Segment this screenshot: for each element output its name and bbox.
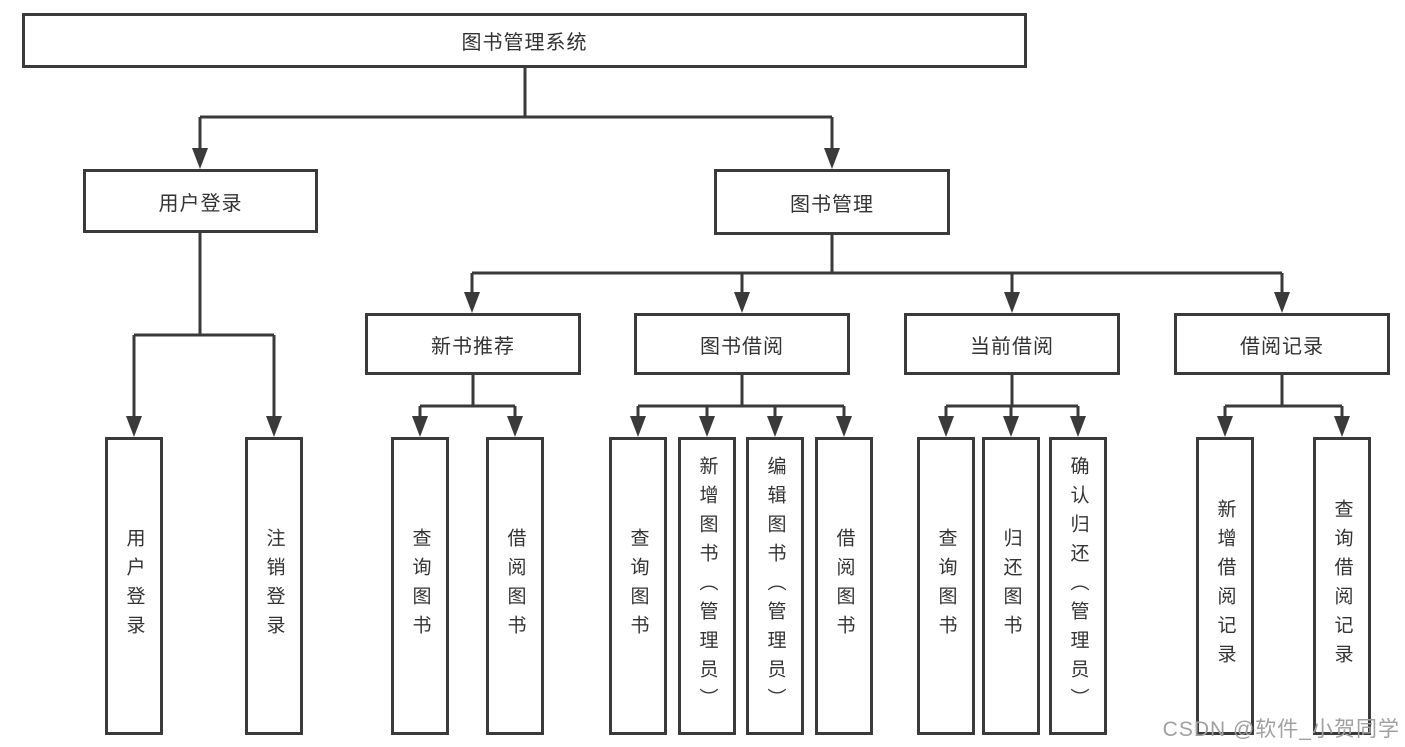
node-user-login: 用户登录 [83, 169, 318, 233]
leaf-query-borrow-record: 查询借阅记录 [1313, 437, 1371, 735]
node-current-borrowing: 当前借阅 [904, 313, 1120, 375]
leaf-return-books-label: 归还图书 [1000, 528, 1022, 644]
node-book-borrowing: 图书借阅 [634, 313, 850, 375]
leaf-user-login: 用户登录 [105, 437, 163, 735]
node-book-management: 图书管理 [714, 169, 950, 235]
node-borrow-records: 借阅记录 [1174, 313, 1390, 375]
leaf-borrow-books-label: 借阅图书 [833, 528, 855, 644]
leaf-logout: 注销登录 [245, 437, 303, 735]
leaf-edit-books-admin: 编辑图书（管理员） [746, 437, 804, 735]
leaf-edit-books-admin-label: 编辑图书（管理员） [764, 455, 786, 717]
leaf-return-books: 归还图书 [982, 437, 1040, 735]
leaf-add-borrow-record: 新增借阅记录 [1196, 437, 1254, 735]
node-user-login-label: 用户登录 [158, 192, 243, 215]
leaf-borrow-books: 借阅图书 [815, 437, 873, 735]
leaf-borrow-books-recommend: 借阅图书 [486, 437, 544, 735]
node-borrow-records-label: 借阅记录 [1240, 335, 1324, 358]
arrowhead-group [126, 148, 1350, 437]
node-library-system-label: 图书管理系统 [461, 32, 588, 54]
leaf-query-borrow-record-label: 查询借阅记录 [1331, 499, 1353, 673]
leaf-query-books-borrowing: 查询图书 [609, 437, 667, 735]
node-book-management-label: 图书管理 [790, 193, 874, 216]
leaf-query-books-current-label: 查询图书 [935, 528, 957, 644]
leaf-query-books-borrowing-label: 查询图书 [627, 528, 649, 644]
node-new-book-recommend-label: 新书推荐 [431, 335, 515, 358]
leaf-confirm-return-admin-label: 确认归还（管理员） [1067, 455, 1089, 717]
node-new-book-recommend: 新书推荐 [365, 313, 581, 375]
node-book-borrowing-label: 图书借阅 [700, 335, 784, 358]
node-library-system: 图书管理系统 [22, 13, 1027, 68]
leaf-query-books-current: 查询图书 [917, 437, 975, 735]
leaf-user-login-label: 用户登录 [123, 528, 145, 644]
node-current-borrowing-label: 当前借阅 [970, 335, 1054, 358]
leaf-logout-label: 注销登录 [263, 528, 285, 644]
leaf-add-borrow-record-label: 新增借阅记录 [1214, 499, 1236, 673]
leaf-borrow-books-recommend-label: 借阅图书 [504, 528, 526, 644]
leaf-query-books-recommend-label: 查询图书 [409, 528, 431, 644]
leaf-add-books-admin: 新增图书（管理员） [678, 437, 736, 735]
csdn-watermark: CSDN @软件_小贺同学 [1162, 718, 1400, 741]
leaf-query-books-recommend: 查询图书 [391, 437, 449, 735]
leaf-add-books-admin-label: 新增图书（管理员） [696, 455, 718, 717]
leaf-confirm-return-admin: 确认归还（管理员） [1049, 437, 1107, 735]
